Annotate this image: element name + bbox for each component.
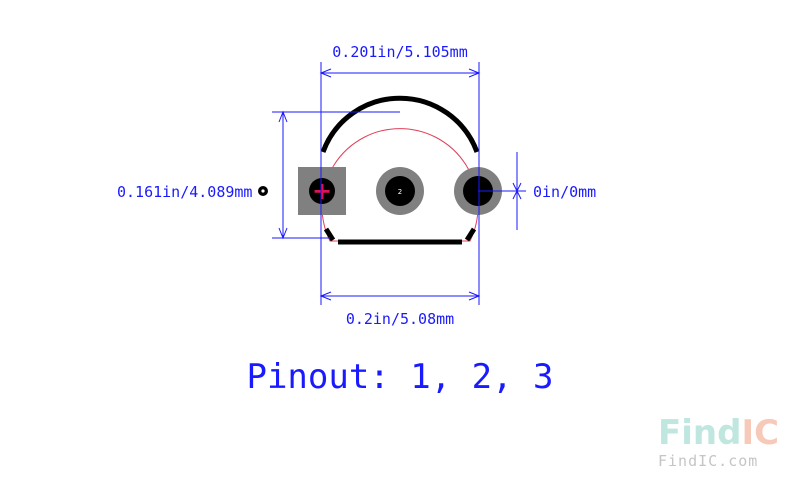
silkscreen-right-chord: [464, 227, 477, 242]
dimension-pitch: [319, 291, 481, 301]
dimension-offset-label: 0in/0mm: [533, 183, 596, 201]
pinout-label: Pinout: 1, 2, 3: [246, 357, 553, 397]
logo-brand-part2: IC: [741, 413, 779, 453]
dimension-offset: [478, 152, 526, 230]
findic-logo: FindIC FindIC.com: [658, 413, 779, 470]
dimension-height: [272, 110, 400, 240]
pad-2-number: 2: [398, 188, 402, 196]
polarity-mark: +: [312, 177, 332, 205]
dimension-pitch-label: 0.2in/5.08mm: [346, 310, 454, 328]
dimension-height-label: 0.161in/4.089mm: [117, 183, 252, 201]
logo-brand-part1: Find: [658, 413, 741, 453]
pad-2-drill: [385, 176, 415, 206]
svg-text:FindIC: FindIC: [658, 413, 779, 453]
silkscreen-arc: [320, 95, 480, 153]
dimension-top-width: [319, 62, 481, 305]
silkscreen-left-chord: [323, 227, 336, 242]
origin-marker-center: [261, 189, 265, 193]
pad-1-drill: [309, 178, 335, 204]
dimension-top-width-label: 0.201in/5.105mm: [332, 43, 467, 61]
logo-url: FindIC.com: [658, 452, 758, 470]
